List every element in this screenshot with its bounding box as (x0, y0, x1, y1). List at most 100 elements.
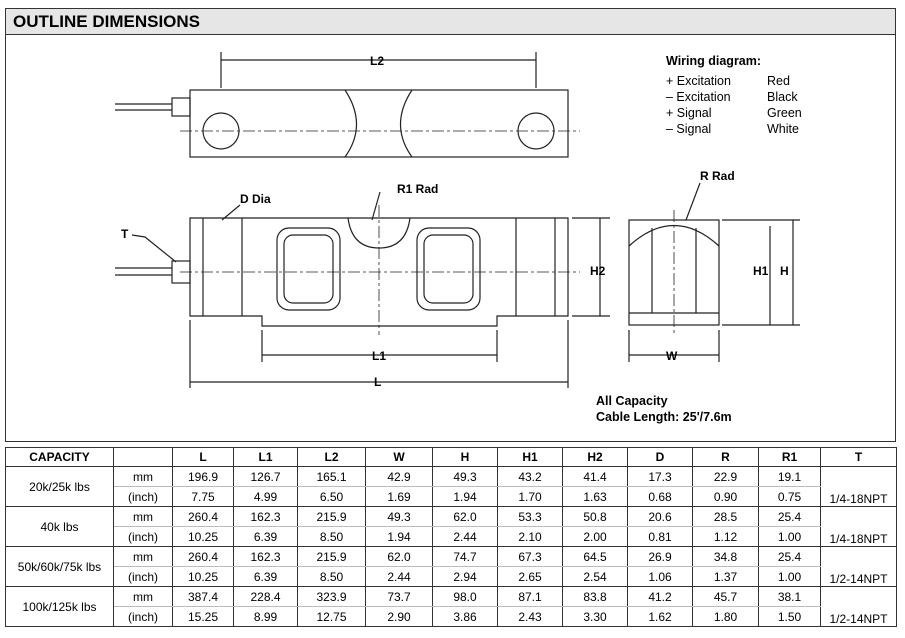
wiring-signal: + Signal (666, 106, 712, 120)
value-cell: 2.43 (497, 606, 563, 627)
label-l2: L2 (370, 54, 384, 68)
value-cell: 62.0 (365, 546, 433, 567)
value-cell: 260.4 (172, 546, 234, 567)
front-view (115, 191, 610, 388)
value-cell: 42.9 (365, 466, 433, 487)
value-cell: 228.4 (233, 586, 298, 607)
value-cell: 41.4 (562, 466, 628, 487)
unit-cell: (inch) (113, 566, 173, 587)
value-cell: 1.00 (758, 526, 821, 547)
value-cell: 3.86 (432, 606, 498, 627)
value-cell: 45.7 (692, 586, 759, 607)
value-cell: 1.69 (365, 486, 433, 507)
value-cell: 3.30 (562, 606, 628, 627)
value-cell: 50.8 (562, 506, 628, 527)
label-h: H (780, 264, 789, 278)
value-cell: 10.25 (172, 566, 234, 587)
outline-frame: OUTLINE DIMENSIONS (5, 8, 896, 442)
side-view (628, 182, 800, 362)
wiring-row: + Excitation Red (666, 73, 802, 89)
value-cell: 0.68 (627, 486, 693, 507)
capacity-cell: 40k lbs (5, 506, 114, 547)
value-cell: 10.25 (172, 526, 234, 547)
thread-cell: 1/4-18NPT (820, 466, 897, 507)
column-header: H1 (497, 447, 563, 467)
top-view (115, 52, 580, 158)
value-cell: 1.94 (432, 486, 498, 507)
thread-cell: 1/2-14NPT (820, 586, 897, 627)
column-header: L (172, 447, 234, 467)
value-cell: 25.4 (758, 546, 821, 567)
value-cell: 8.99 (233, 606, 298, 627)
wiring-signal: – Signal (666, 122, 712, 136)
value-cell: 126.7 (233, 466, 298, 487)
value-cell: 49.3 (365, 506, 433, 527)
value-cell: 1.62 (627, 606, 693, 627)
column-header: R1 (758, 447, 821, 467)
value-cell: 1.94 (365, 526, 433, 547)
label-h2: H2 (590, 264, 606, 278)
value-cell: 8.50 (297, 526, 366, 547)
cable-note-line2: Cable Length: 25'/7.6m (596, 410, 732, 424)
value-cell: 387.4 (172, 586, 234, 607)
column-header: H (432, 447, 498, 467)
value-cell: 2.65 (497, 566, 563, 587)
value-cell: 2.90 (365, 606, 433, 627)
thread-cell: 1/4-18NPT (820, 506, 897, 547)
column-header: L2 (297, 447, 366, 467)
value-cell: 62.0 (432, 506, 498, 527)
column-header: CAPACITY (5, 447, 114, 467)
unit-cell: mm (113, 466, 173, 487)
value-cell: 165.1 (297, 466, 366, 487)
wiring-color: Red (767, 74, 790, 88)
value-cell: 162.3 (233, 506, 298, 527)
value-cell: 2.54 (562, 566, 628, 587)
value-cell: 41.2 (627, 586, 693, 607)
unit-cell: (inch) (113, 486, 173, 507)
label-t: T (121, 227, 129, 241)
value-cell: 64.5 (562, 546, 628, 567)
cable-note-line1: All Capacity (596, 394, 668, 408)
label-r1-rad: R1 Rad (397, 182, 438, 196)
column-header: D (627, 447, 693, 467)
wiring-color: Green (767, 106, 802, 120)
capacity-cell: 100k/125k lbs (5, 586, 114, 627)
value-cell: 67.3 (497, 546, 563, 567)
value-cell: 0.90 (692, 486, 759, 507)
value-cell: 2.10 (497, 526, 563, 547)
value-cell: 19.1 (758, 466, 821, 487)
value-cell: 2.00 (562, 526, 628, 547)
value-cell: 38.1 (758, 586, 821, 607)
value-cell: 25.4 (758, 506, 821, 527)
value-cell: 1.37 (692, 566, 759, 587)
value-cell: 74.7 (432, 546, 498, 567)
value-cell: 1.06 (627, 566, 693, 587)
label-l: L (374, 375, 381, 389)
value-cell: 17.3 (627, 466, 693, 487)
wiring-signal: + Excitation (666, 74, 731, 88)
wiring-color: Black (767, 90, 798, 104)
value-cell: 7.75 (172, 486, 234, 507)
wiring-row: + Signal Green (666, 105, 802, 121)
unit-cell: mm (113, 506, 173, 527)
value-cell: 6.39 (233, 526, 298, 547)
outline-drawing: L2 D Dia R1 Rad T H2 L1 L R Rad (115, 52, 800, 389)
column-header: R (692, 447, 759, 467)
value-cell: 34.8 (692, 546, 759, 567)
capacity-cell: 50k/60k/75k lbs (5, 546, 114, 587)
unit-cell: (inch) (113, 606, 173, 627)
value-cell: 28.5 (692, 506, 759, 527)
column-header: H2 (562, 447, 628, 467)
cable-note: All Capacity Cable Length: 25'/7.6m (596, 393, 732, 425)
value-cell: 1.80 (692, 606, 759, 627)
unit-cell: mm (113, 586, 173, 607)
value-cell: 73.7 (365, 586, 433, 607)
